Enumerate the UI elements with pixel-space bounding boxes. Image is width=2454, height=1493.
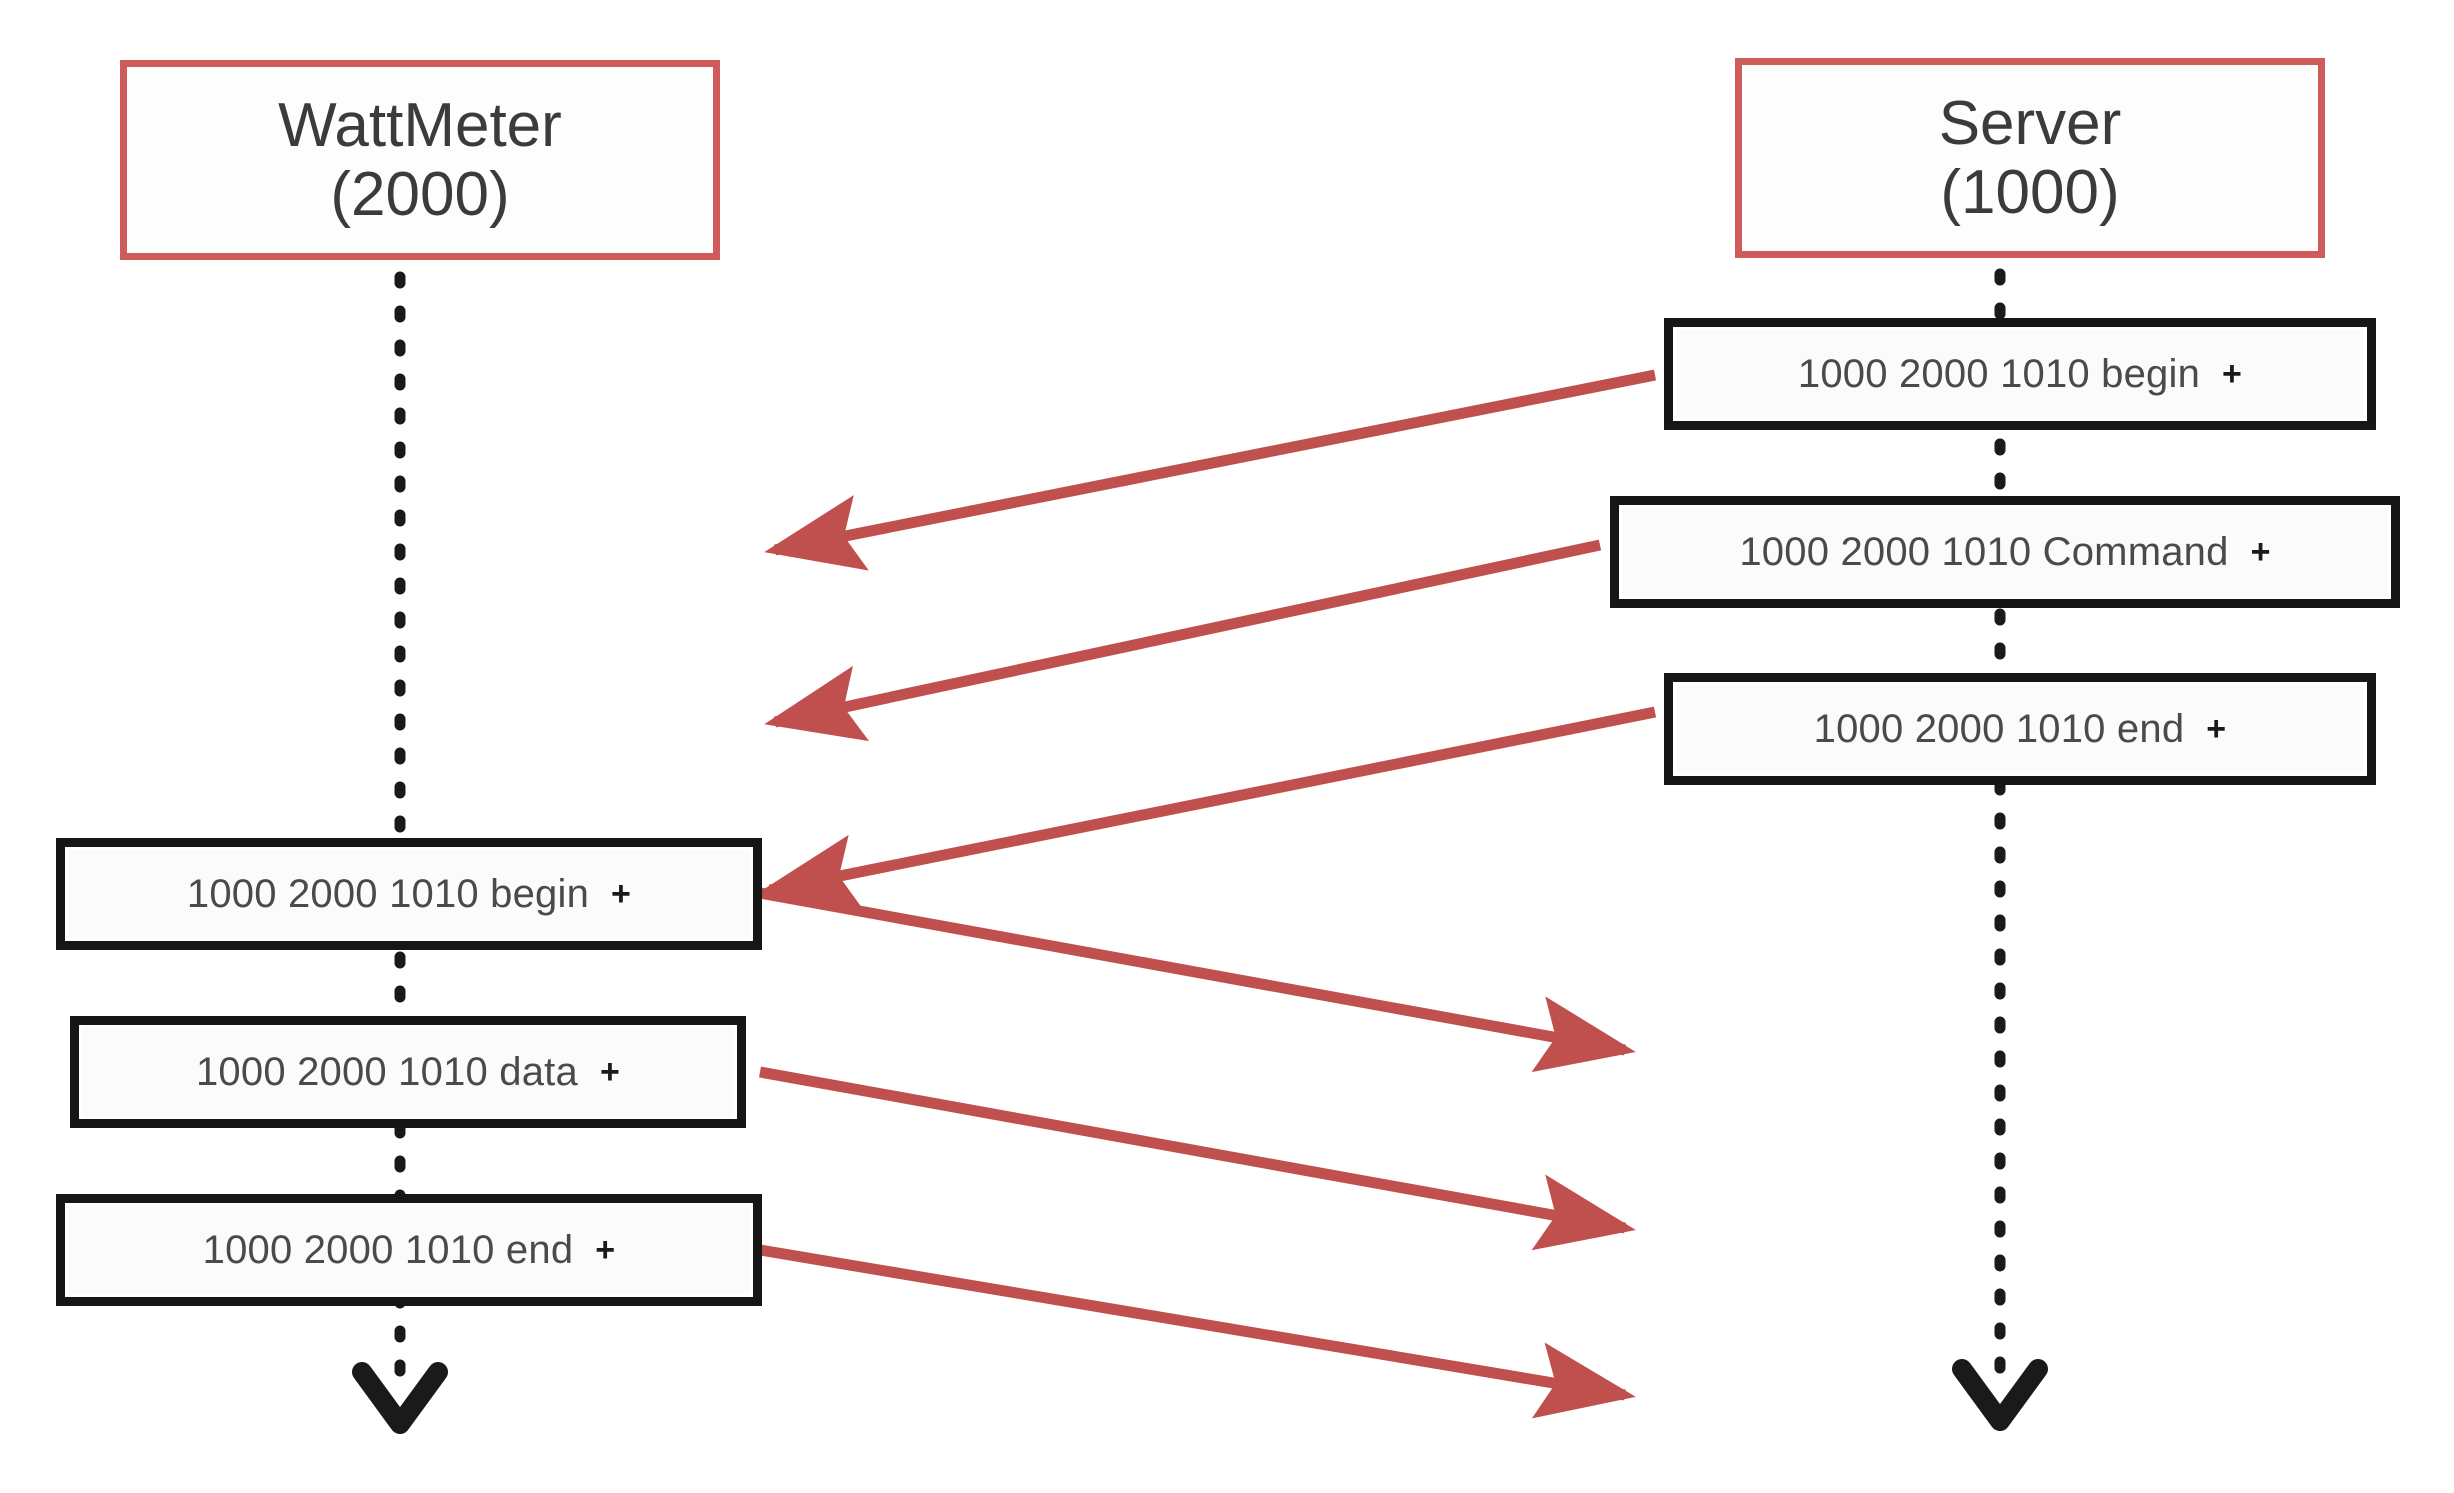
plus-icon[interactable]: +: [2222, 354, 2243, 393]
message-arrow: [759, 1066, 1636, 1251]
message-arrow: [759, 887, 1636, 1073]
plus-icon[interactable]: +: [2250, 532, 2271, 571]
actor-wattmeter-name: WattMeter: [278, 90, 562, 160]
message-box-wattmeter-end[interactable]: 1000 2000 1010 end+: [56, 1194, 762, 1306]
message-box-inner: 1000 2000 1010 data+: [79, 1025, 737, 1119]
message-box-wattmeter-begin[interactable]: 1000 2000 1010 begin+: [56, 838, 762, 950]
message-arrow: [764, 539, 1602, 742]
actor-wattmeter-id: (2000): [330, 160, 510, 229]
message-box-server-begin[interactable]: 1000 2000 1010 begin+: [1664, 318, 2376, 430]
actor-server[interactable]: Server (1000): [1735, 58, 2325, 258]
message-label: 1000 2000 1010 data+: [195, 1049, 620, 1094]
message-box-server-command[interactable]: 1000 2000 1010 Command+: [1610, 496, 2400, 608]
message-box-server-end[interactable]: 1000 2000 1010 end+: [1664, 673, 2376, 785]
plus-icon[interactable]: +: [2206, 709, 2227, 748]
plus-icon[interactable]: +: [595, 1230, 616, 1269]
message-arrow: [764, 369, 1657, 571]
message-label: 1000 2000 1010 end+: [202, 1227, 616, 1272]
actor-server-id: (1000): [1940, 158, 2120, 227]
message-box-inner: 1000 2000 1010 end+: [65, 1203, 753, 1297]
message-box-inner: 1000 2000 1010 end+: [1673, 682, 2367, 776]
message-label: 1000 2000 1010 end+: [1813, 706, 2227, 751]
plus-icon[interactable]: +: [599, 1052, 620, 1091]
message-label: 1000 2000 1010 begin+: [186, 871, 632, 916]
lifeline-server-arrowhead: [1952, 1359, 2048, 1431]
plus-icon[interactable]: +: [611, 874, 632, 913]
message-arrow: [759, 1244, 1636, 1419]
message-box-inner: 1000 2000 1010 begin+: [1673, 327, 2367, 421]
lifeline-wattmeter-arrowhead: [352, 1362, 448, 1434]
actor-wattmeter[interactable]: WattMeter (2000): [120, 60, 720, 260]
message-label: 1000 2000 1010 Command+: [1739, 529, 2271, 574]
message-label: 1000 2000 1010 begin+: [1797, 351, 2243, 396]
message-box-inner: 1000 2000 1010 Command+: [1619, 505, 2391, 599]
message-box-wattmeter-data[interactable]: 1000 2000 1010 data+: [70, 1016, 746, 1128]
message-arrow: [759, 706, 1657, 911]
message-box-inner: 1000 2000 1010 begin+: [65, 847, 753, 941]
actor-server-name: Server: [1938, 88, 2122, 158]
